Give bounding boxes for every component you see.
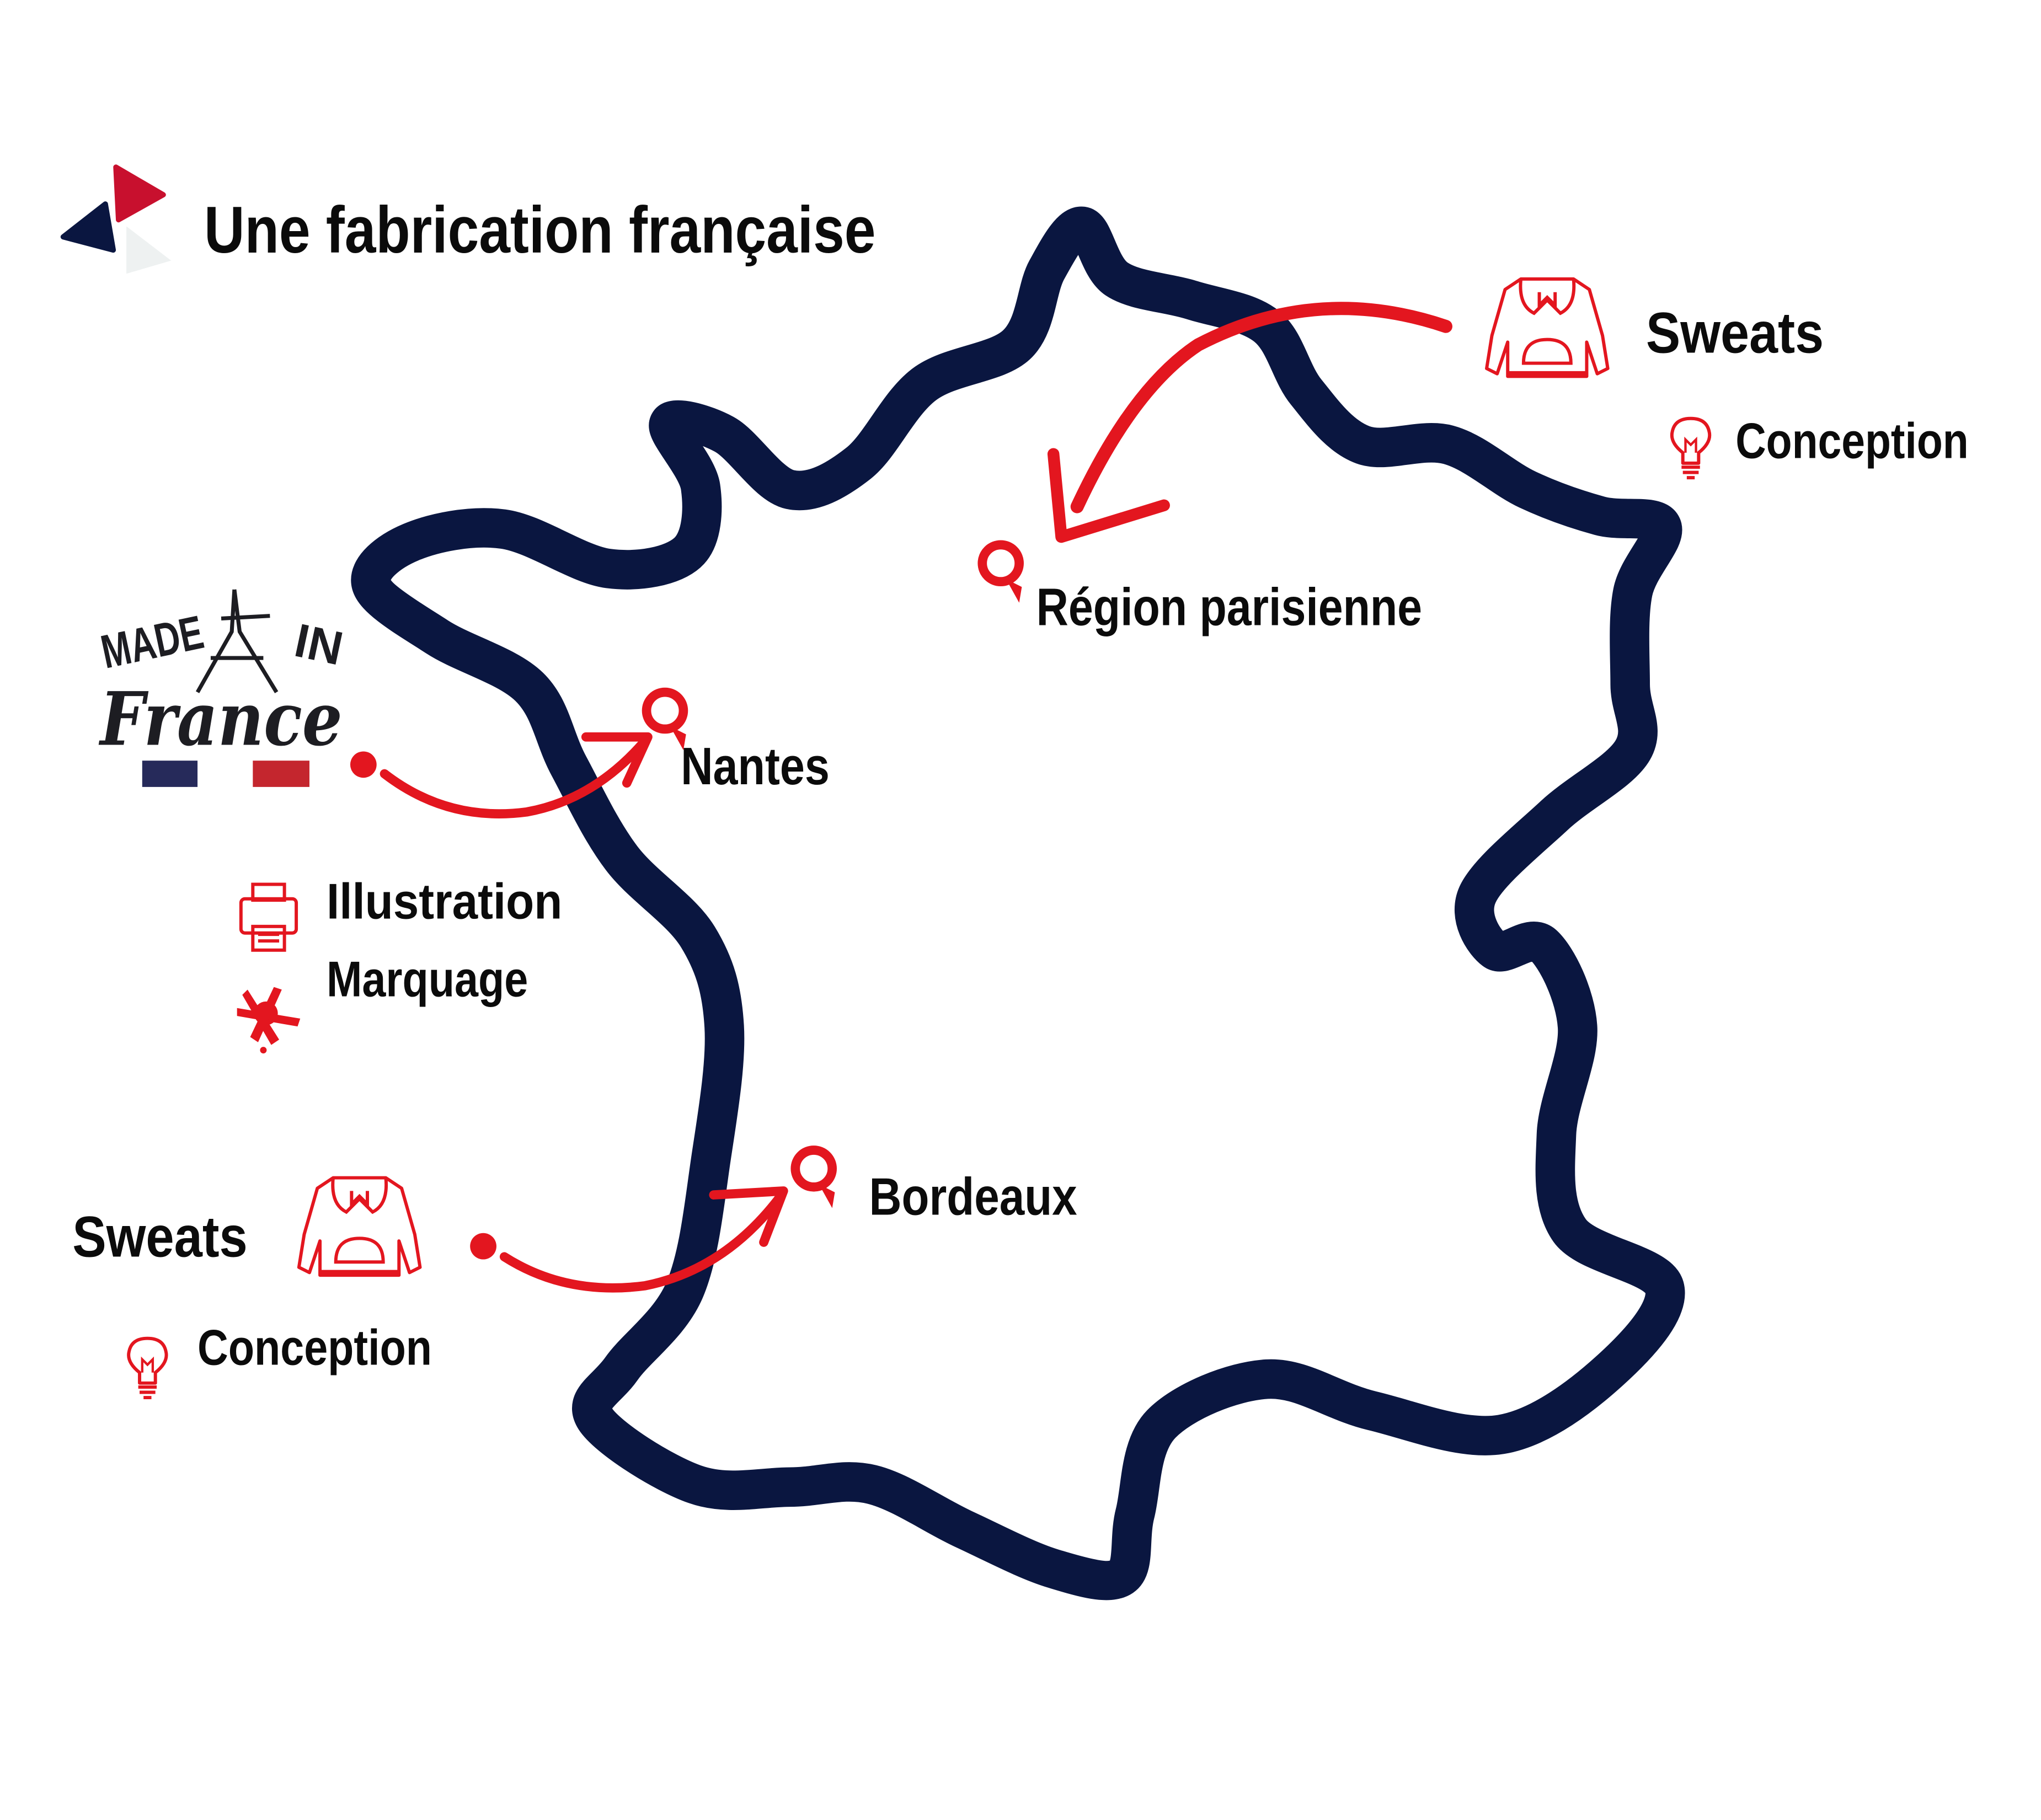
france-outline [351, 206, 1685, 1600]
map-pin-icon [982, 545, 1022, 603]
paris-activity-sweats: Sweats [1646, 301, 1824, 365]
svg-text:IN: IN [290, 614, 348, 676]
brand-logo-icon [60, 164, 172, 274]
hoodie-icon [1487, 279, 1608, 378]
origin-dot [350, 751, 377, 778]
map-pin-icon [795, 1150, 835, 1208]
paris-activity-conception: Conception [1735, 413, 1969, 469]
page-title: Une fabrication française [204, 194, 875, 267]
svg-text:France: France [98, 676, 343, 763]
hoodie-icon [299, 1178, 420, 1277]
nantes-activity-marquage: Marquage [327, 951, 528, 1007]
lightbulb-icon [129, 1339, 166, 1398]
arrow-to-bordeaux [499, 1193, 784, 1293]
map-pin-icon [647, 692, 686, 750]
arrow-head-icon [709, 1186, 788, 1247]
origin-dot [470, 1233, 496, 1260]
arrow-head-icon [1047, 448, 1170, 543]
arrow-to-nantes [380, 738, 648, 818]
lightbulb-icon [1672, 419, 1709, 478]
printer-icon [239, 882, 298, 952]
bordeaux-activity-sweats: Sweats [72, 1205, 247, 1270]
location-label-nantes: Nantes [681, 737, 830, 796]
paint-splash-icon [237, 987, 301, 1054]
arrow-head-icon [581, 732, 653, 788]
svg-text:MADE: MADE [97, 606, 208, 679]
location-label-bordeaux: Bordeaux [869, 1168, 1077, 1226]
bordeaux-activity-conception: Conception [197, 1320, 432, 1375]
location-label-paris: Région parisienne [1036, 578, 1422, 636]
nantes-activity-illustration: Illustration [327, 874, 562, 930]
arrow-to-paris [1070, 302, 1452, 513]
made-in-france-logo: MADE IN France [97, 589, 348, 787]
